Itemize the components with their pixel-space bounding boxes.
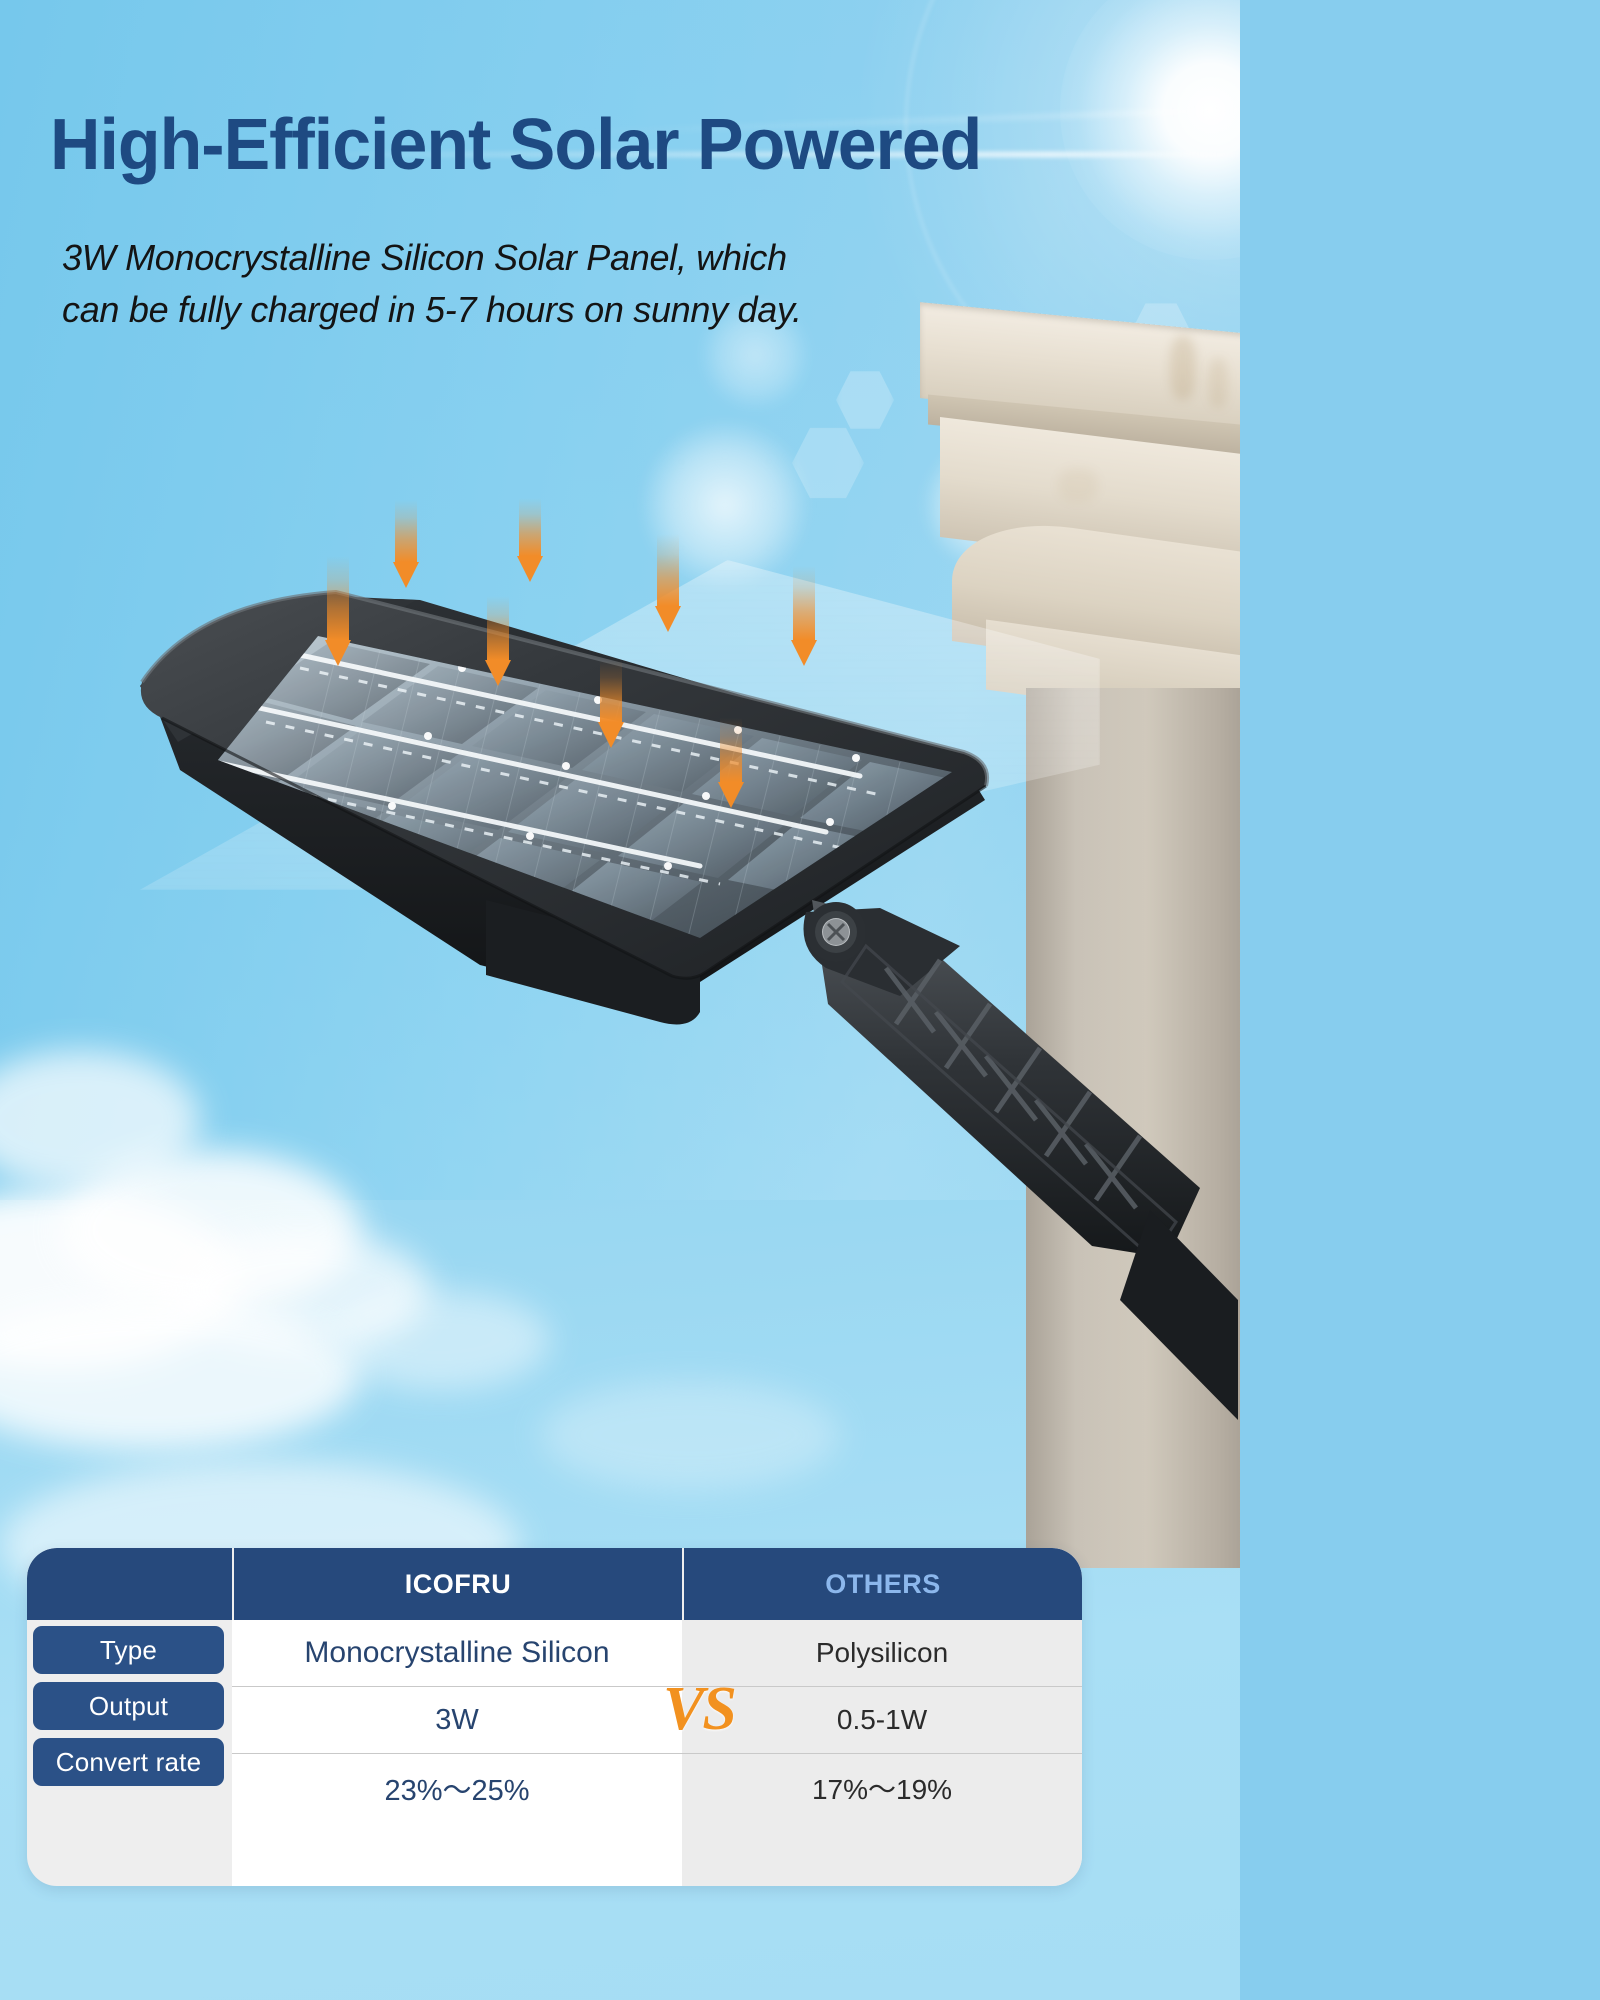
sunlight-arrow (655, 534, 681, 632)
header-label-others: OTHERS (825, 1568, 941, 1599)
sunlight-arrow (325, 556, 351, 666)
sunlight-arrow (517, 498, 543, 582)
others-value-type: Polysilicon (682, 1620, 1082, 1687)
row-label-convert-rate: Convert rate (33, 1738, 224, 1786)
header-cell-ours: ICOFRU (232, 1548, 682, 1620)
sunlight-arrow (393, 500, 419, 588)
mounting-arm (803, 900, 1238, 1420)
sunlight-arrow (598, 660, 624, 748)
sunlight-arrow (485, 596, 511, 686)
cloud (540, 1380, 840, 1490)
cloud (0, 1050, 200, 1190)
ours-value-type: Monocrystalline Silicon (232, 1620, 682, 1687)
sun-light-streak (300, 152, 1240, 157)
comparison-table: ICOFRU OTHERS Type Output Convert rate M… (27, 1548, 1082, 1886)
sunlight-arrow (791, 566, 817, 666)
lens-flare-hexagon (836, 371, 894, 429)
ours-value-output: 3W (232, 1687, 682, 1754)
others-value-convert-rate: 17%〜19% (811, 1773, 953, 1805)
ours-value-convert-rate: 23%〜25% (384, 1774, 530, 1807)
row-label-output: Output (33, 1682, 224, 1730)
ours-value-column: Monocrystalline Silicon 3W 23%〜25% (232, 1620, 682, 1886)
solar-panel (140, 589, 989, 980)
page-subtitle-line-2: can be fully charged in 5-7 hours on sun… (62, 289, 802, 331)
lens-flare-bokeh (700, 300, 810, 410)
comparison-table-header: ICOFRU OTHERS (27, 1548, 1082, 1620)
pillar-stain (1170, 336, 1196, 400)
header-label-ours: ICOFRU (404, 1568, 512, 1599)
cloud (0, 1300, 360, 1450)
header-cell-blank (27, 1548, 232, 1620)
page-subtitle-line-1: 3W Monocrystalline Silicon Solar Panel, … (62, 237, 787, 278)
page-subtitle: 3W Monocrystalline Silicon Solar Panel, … (62, 232, 1062, 336)
pillar-stain (1208, 358, 1228, 408)
vs-badge: VS (663, 1675, 737, 1743)
header-cell-others: OTHERS (682, 1548, 1082, 1620)
poster-canvas: High-Efficient Solar Powered 3W Monocrys… (0, 0, 1240, 2000)
page-title: High-Efficient Solar Powered (50, 105, 982, 185)
row-label-type: Type (33, 1626, 224, 1674)
comparison-table-body: Type Output Convert rate Monocrystalline… (27, 1620, 1082, 1886)
others-value-output: 0.5-1W (682, 1687, 1082, 1754)
pillar-stain (1058, 468, 1098, 502)
others-value-column: Polysilicon 0.5-1W 17%〜19% (682, 1620, 1082, 1886)
sunlight-arrow (718, 718, 744, 808)
cloud (330, 1290, 550, 1390)
row-label-column: Type Output Convert rate (27, 1620, 232, 1886)
solar-street-light-product (140, 589, 1238, 1420)
